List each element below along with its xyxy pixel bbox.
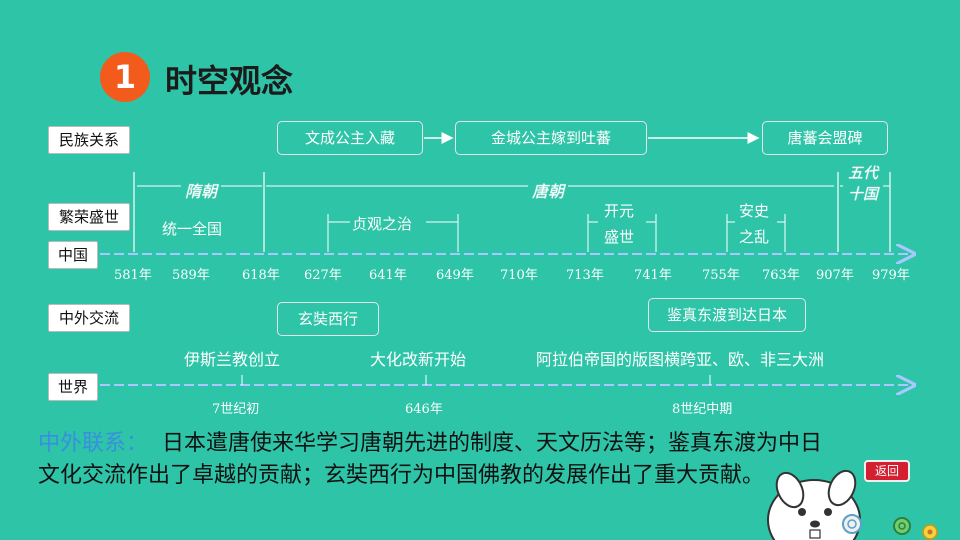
event-wencheng: 文成公主入藏 [277, 121, 423, 155]
cartoon-dog-illustration [767, 469, 938, 540]
event-kaiyuan-1: 开元 [604, 202, 635, 220]
year-label: 710年 [500, 268, 538, 283]
category-foreign-exchange: 中外交流 [48, 304, 130, 332]
year-label: 713年 [566, 268, 604, 283]
year-label: 755年 [702, 268, 740, 283]
category-world: 世界 [48, 373, 98, 401]
event-zhenguan: 贞观之治 [352, 215, 413, 233]
category-china: 中国 [48, 241, 98, 269]
event-anshi-2: 之乱 [739, 228, 770, 246]
period-wudai: 五代十国 [843, 163, 883, 205]
world-event-islam: 伊斯兰教创立 [184, 350, 281, 369]
event-xuanzang: 玄奘西行 [277, 302, 379, 336]
flower-icon [922, 524, 938, 540]
event-anshi-1: 安史 [739, 202, 770, 220]
year-label: 581年 [114, 268, 152, 283]
event-unify: 统一全国 [162, 220, 223, 238]
period-tang: 唐朝 [528, 178, 569, 202]
category-ethnic-relations: 民族关系 [48, 126, 130, 154]
year-label: 618年 [242, 268, 280, 283]
world-event-arab-empire: 阿拉伯帝国的版图横跨亚、欧、非三大洲 [536, 350, 825, 369]
snail-icon [842, 514, 862, 534]
year-label: 763年 [762, 268, 800, 283]
world-event-taika: 大化改新开始 [370, 350, 467, 369]
world-year-label: 646年 [405, 402, 443, 417]
summary-paragraph: 中外联系： 日本遣唐使来华学习唐朝先进的制度、天文历法等；鉴真东渡为中日文化交流… [38, 428, 828, 492]
year-label: 979年 [872, 268, 910, 283]
event-jincheng: 金城公主嫁到吐蕃 [455, 121, 647, 155]
back-button[interactable]: 返回 [864, 460, 910, 482]
year-label: 741年 [634, 268, 672, 283]
snail-icon [893, 517, 911, 535]
summary-label: 中外联系： [38, 431, 149, 456]
year-label: 641年 [369, 268, 407, 283]
summary-text: 日本遣唐使来华学习唐朝先进的制度、天文历法等；鉴真东渡为中日文化交流作出了卓越的… [38, 431, 823, 488]
year-label: 649年 [436, 268, 474, 283]
world-year-label: 7世纪初 [212, 402, 260, 417]
year-label: 589年 [172, 268, 210, 283]
event-tangbo-stele: 唐蕃会盟碑 [762, 121, 888, 155]
page-title: 时空观念 [165, 62, 294, 100]
event-kaiyuan-2: 盛世 [604, 228, 635, 246]
section-number-badge: 1 [100, 52, 150, 102]
year-label: 907年 [816, 268, 854, 283]
world-year-label: 8世纪中期 [672, 402, 733, 417]
category-prosperity: 繁荣盛世 [48, 203, 130, 231]
event-jianzhen: 鉴真东渡到达日本 [648, 298, 806, 332]
period-sui: 隋朝 [181, 178, 222, 202]
year-label: 627年 [304, 268, 342, 283]
